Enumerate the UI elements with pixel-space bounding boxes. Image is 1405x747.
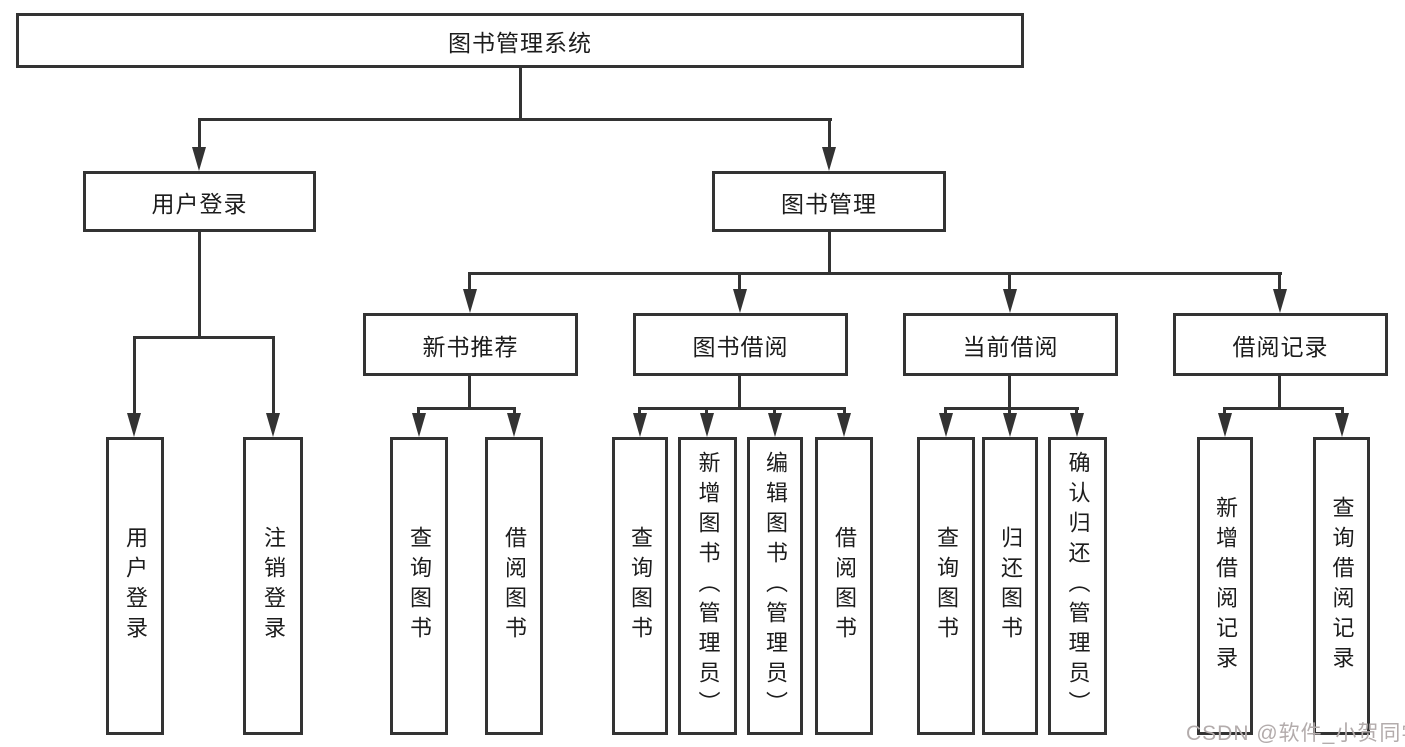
connector-bb-distributor xyxy=(638,407,846,410)
leaf-logout: 注销登录 xyxy=(243,437,303,735)
node-library-system: 图书管理系统 xyxy=(16,13,1024,68)
leaf-br-query-borrow-record-label: 查询借阅记录 xyxy=(1329,496,1355,676)
connector-userlogin-distributor xyxy=(133,336,275,339)
connector-userlogin-stub-right xyxy=(272,336,275,415)
connector-bookmgmt-stub-2 xyxy=(738,272,741,291)
node-library-system-label: 图书管理系统 xyxy=(448,29,592,56)
connector-bookmgmt-stub-1 xyxy=(468,272,471,291)
connector-bb-trunk xyxy=(738,376,741,407)
arrowhead-br-add-record xyxy=(1218,413,1232,437)
leaf-br-add-borrow-record-label: 新增借阅记录 xyxy=(1213,496,1238,676)
leaf-br-query-borrow-record: 查询借阅记录 xyxy=(1313,437,1370,735)
connector-bookmgmt-distributor xyxy=(468,272,1282,275)
connector-bb-stub-2 xyxy=(705,407,708,415)
arrowhead-nbr-borrow-books xyxy=(507,413,521,437)
leaf-user-login: 用户登录 xyxy=(106,437,164,735)
arrowhead-new-book-recommend xyxy=(463,289,477,313)
connector-bb-stub-1 xyxy=(638,407,641,415)
connector-br-stub-1 xyxy=(1223,407,1226,415)
connector-bb-stub-3 xyxy=(773,407,776,415)
connector-nbr-trunk xyxy=(468,376,471,407)
arrowhead-br-query-record xyxy=(1335,413,1349,437)
node-current-borrowing: 当前借阅 xyxy=(903,313,1118,376)
connector-bb-stub-4 xyxy=(843,407,846,415)
connector-nbr-distributor xyxy=(417,407,516,410)
arrowhead-current-borrowing xyxy=(1003,289,1017,313)
arrowhead-book-borrowing xyxy=(733,289,747,313)
leaf-bb-add-book-admin: 新增图书（管理员） xyxy=(678,437,737,735)
node-new-book-recommend: 新书推荐 xyxy=(363,313,578,376)
node-book-borrowing: 图书借阅 xyxy=(633,313,848,376)
leaf-bb-query-books-label: 查询图书 xyxy=(628,526,653,646)
arrowhead-leaf-user-login xyxy=(127,413,141,437)
connector-br-stub-2 xyxy=(1341,407,1344,415)
node-borrow-records: 借阅记录 xyxy=(1173,313,1388,376)
node-book-management: 图书管理 xyxy=(712,171,946,232)
arrowhead-bb-add-book xyxy=(700,413,714,437)
arrowhead-bb-query-books xyxy=(633,413,647,437)
arrowhead-cb-confirm-return xyxy=(1070,413,1084,437)
leaf-nbr-query-books-label: 查询图书 xyxy=(407,526,432,646)
connector-cb-stub-3 xyxy=(1075,407,1078,415)
connector-root-distributor xyxy=(198,118,832,121)
node-book-borrowing-label: 图书借阅 xyxy=(692,333,789,360)
connector-root-trunk xyxy=(519,68,522,118)
connector-bookmgmt-stub-4 xyxy=(1278,272,1281,291)
connector-root-stub-right xyxy=(828,118,831,149)
leaf-nbr-borrow-books: 借阅图书 xyxy=(485,437,543,735)
leaf-logout-label: 注销登录 xyxy=(261,526,286,646)
connector-cb-trunk xyxy=(1008,376,1011,407)
leaf-nbr-borrow-books-label: 借阅图书 xyxy=(502,526,527,646)
arrowhead-borrow-records xyxy=(1273,289,1287,313)
arrowhead-cb-return-books xyxy=(1003,413,1017,437)
connector-root-stub-left xyxy=(198,118,201,149)
leaf-nbr-query-books: 查询图书 xyxy=(390,437,448,735)
connector-cb-distributor xyxy=(944,407,1079,410)
connector-cb-stub-1 xyxy=(944,407,947,415)
connector-userlogin-trunk xyxy=(198,232,201,336)
leaf-cb-confirm-return-admin-label: 确认归还（管理员） xyxy=(1065,451,1091,721)
arrowhead-bb-borrow-books xyxy=(837,413,851,437)
connector-userlogin-stub-left xyxy=(133,336,136,415)
connector-br-distributor xyxy=(1223,407,1344,410)
leaf-cb-confirm-return-admin: 确认归还（管理员） xyxy=(1048,437,1107,735)
node-current-borrowing-label: 当前借阅 xyxy=(962,333,1059,360)
node-book-management-label: 图书管理 xyxy=(781,190,877,217)
arrowhead-leaf-logout xyxy=(266,413,280,437)
arrowhead-bb-edit-book xyxy=(768,413,782,437)
leaf-bb-borrow-books: 借阅图书 xyxy=(815,437,873,735)
leaf-cb-query-books: 查询图书 xyxy=(917,437,975,735)
arrowhead-cb-query-books xyxy=(939,413,953,437)
leaf-bb-add-book-admin-label: 新增图书（管理员） xyxy=(695,451,721,721)
node-user-login: 用户登录 xyxy=(83,171,316,232)
connector-bookmgmt-stub-3 xyxy=(1008,272,1011,291)
leaf-bb-borrow-books-label: 借阅图书 xyxy=(832,526,857,646)
watermark-text: CSDN @软件_小贺同学 xyxy=(1186,722,1405,745)
connector-nbr-stub-1 xyxy=(417,407,420,415)
connector-cb-stub-2 xyxy=(1008,407,1011,415)
arrowhead-book-management xyxy=(822,147,836,171)
leaf-bb-edit-book-admin: 编辑图书（管理员） xyxy=(747,437,803,735)
node-user-login-label: 用户登录 xyxy=(151,190,248,217)
leaf-bb-edit-book-admin-label: 编辑图书（管理员） xyxy=(763,451,788,721)
node-new-book-recommend-label: 新书推荐 xyxy=(422,333,519,360)
leaf-cb-return-books: 归还图书 xyxy=(982,437,1038,735)
connector-nbr-stub-2 xyxy=(513,407,516,415)
leaf-cb-query-books-label: 查询图书 xyxy=(934,526,959,646)
arrowhead-user-login xyxy=(192,147,206,171)
connector-br-trunk xyxy=(1278,376,1281,407)
leaf-user-login-label: 用户登录 xyxy=(123,526,148,646)
leaf-bb-query-books: 查询图书 xyxy=(612,437,668,735)
connector-bookmgmt-trunk xyxy=(828,232,831,272)
node-borrow-records-label: 借阅记录 xyxy=(1232,333,1329,360)
leaf-cb-return-books-label: 归还图书 xyxy=(998,526,1023,646)
leaf-br-add-borrow-record: 新增借阅记录 xyxy=(1197,437,1253,735)
arrowhead-nbr-query-books xyxy=(412,413,426,437)
